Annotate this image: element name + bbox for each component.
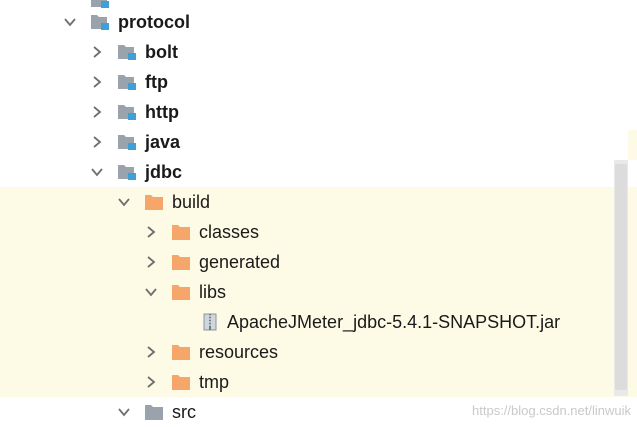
tree-item-label: resources [199,342,279,362]
chevron-right-icon[interactable] [90,75,104,89]
tree-item-label: ApacheJMeter_jdbc-5.4.1-SNAPSHOT.jar [227,312,561,332]
tree-item-label: classes [199,222,260,242]
tree-row-ftp[interactable]: ftp [0,67,637,97]
module-folder-icon [117,73,137,91]
tree-item-label: bolt [145,42,178,62]
chevron-down-icon[interactable] [117,195,131,209]
module-folder-icon [90,13,110,31]
tree-item-label: src [172,402,196,422]
chevron-down-icon[interactable] [117,405,131,419]
module-folder-icon [117,43,137,61]
module-folder-icon [117,163,137,181]
tree-row-src[interactable]: src [0,397,637,427]
excluded-folder-icon [171,343,191,361]
scrollbar-thumb[interactable] [615,164,627,390]
chevron-right-icon[interactable] [144,225,158,239]
tree-row-tmp[interactable]: tmp [0,367,637,397]
gutter-highlight [628,130,637,160]
tree-row-build[interactable]: build [0,187,637,217]
excluded-folder-icon [171,373,191,391]
tree-row-jdbc[interactable]: jdbc [0,157,637,187]
tree-item-label: http [145,102,179,122]
tree-item-label: tmp [199,372,230,392]
chevron-right-icon[interactable] [90,105,104,119]
excluded-folder-icon [171,283,191,301]
chevron-right-icon[interactable] [144,375,158,389]
chevron-down-icon[interactable] [63,15,77,29]
chevron-right-icon[interactable] [144,255,158,269]
tree-item-label: protocol [118,12,190,32]
archive-file-icon [200,313,220,331]
tree-item-label: java [145,132,181,152]
tree-item-label: build [172,192,211,212]
tree-row-http[interactable]: http [0,97,637,127]
chevron-right-icon[interactable] [144,345,158,359]
module-folder-icon [117,103,137,121]
chevron-down-icon[interactable] [90,165,104,179]
chevron-right-icon[interactable] [90,45,104,59]
tree-row-classes[interactable]: classes [0,217,637,247]
tree-row-jar[interactable]: ApacheJMeter_jdbc-5.4.1-SNAPSHOT.jar [0,307,637,337]
tree-item-label: ftp [145,72,168,92]
tree-item-label: libs [199,282,227,302]
folder-icon [144,403,164,421]
chevron-down-icon[interactable] [144,285,158,299]
tree-row-generated[interactable]: generated [0,247,637,277]
vertical-scrollbar[interactable] [614,160,628,396]
tree-row-libs[interactable]: libs [0,277,637,307]
tree-row-bolt[interactable]: bolt [0,37,637,67]
excluded-folder-icon [171,253,191,271]
tree-row-protocol[interactable]: protocol [0,7,637,37]
watermark: https://blog.csdn.net/linwuik [472,403,631,418]
tree-item-label: jdbc [145,162,183,182]
excluded-folder-icon [171,223,191,241]
chevron-right-icon[interactable] [90,135,104,149]
tree-item-label: generated [199,252,281,272]
tree-row-partial[interactable] [0,0,637,15]
excluded-folder-icon [144,193,164,211]
tree-row-java[interactable]: java [0,127,637,157]
module-folder-icon [90,0,110,9]
tree-row-resources[interactable]: resources [0,337,637,367]
module-folder-icon [117,133,137,151]
